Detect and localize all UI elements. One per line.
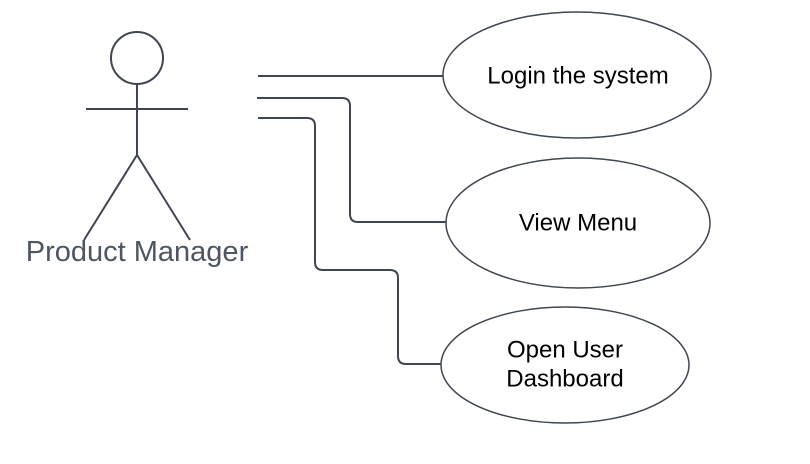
actor-head-icon xyxy=(110,31,164,85)
actor-right-leg-line xyxy=(136,154,191,241)
usecase-open-user-dashboard[interactable]: Open User Dashboard xyxy=(440,306,690,424)
actor-label: Product Manager xyxy=(26,236,249,268)
usecase-label: View Menu xyxy=(519,210,637,237)
usecase-view-menu[interactable]: View Menu xyxy=(445,157,711,289)
usecase-label-line1: Open User xyxy=(507,337,623,364)
connector-view-menu[interactable] xyxy=(257,97,446,223)
usecase-label: Login the system xyxy=(487,63,668,90)
usecase-ellipse[interactable] xyxy=(445,157,711,289)
usecase-ellipse[interactable] xyxy=(442,11,712,139)
actor-product-manager[interactable]: Product Manager xyxy=(26,31,249,268)
connector-open-user-dashboard[interactable] xyxy=(258,117,441,365)
usecase-label-line2: Dashboard xyxy=(506,366,623,393)
usecase-login-the-system[interactable]: Login the system xyxy=(442,11,712,139)
actor-left-leg-line xyxy=(83,154,138,241)
usecase-ellipse[interactable] xyxy=(440,306,690,424)
